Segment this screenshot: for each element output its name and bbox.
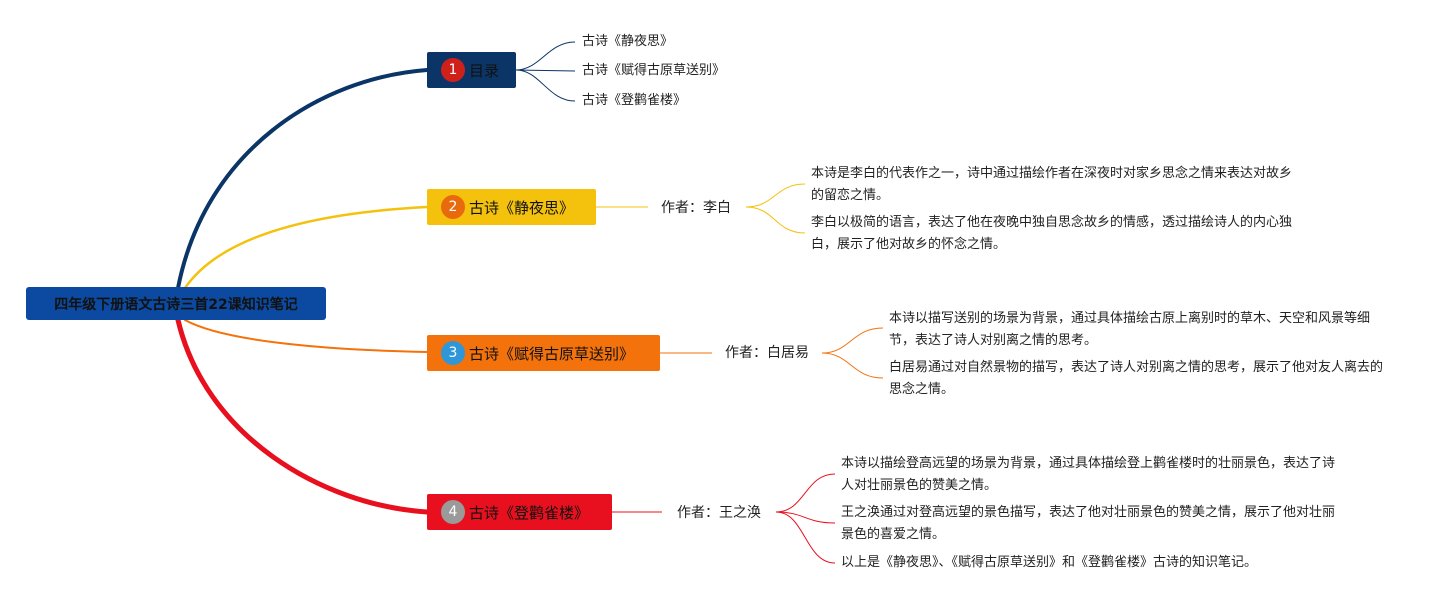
- branch-fudeguyuancao[interactable]: 3 古诗《赋得古原草送别》: [427, 335, 660, 371]
- connector-branch-1-leaf-3: [515, 69, 576, 102]
- connector-author-3-note-2: [821, 352, 884, 379]
- connector-author-2-note-2: [745, 206, 806, 234]
- branch-label: 目录: [469, 61, 500, 80]
- connector-author-2-note-1: [745, 183, 806, 208]
- connector-branch-1-leaf-2: [515, 69, 576, 72]
- note-dengguanquelou-2[interactable]: 王之涣通过对登高远望的景色描写，表达了他对壮丽景色的赞美之情，展示了他对壮丽景色…: [841, 505, 1336, 542]
- connector-author-4-note-3: [775, 511, 836, 564]
- connector-branch-1-leaf-1: [515, 41, 576, 71]
- connector-root-branch-3: [184, 319, 428, 353]
- connector-author-4-note-1: [775, 473, 836, 513]
- branch-table-of-contents[interactable]: 1 目录: [427, 52, 516, 88]
- note-summary[interactable]: 以上是《静夜思》、《赋得古原草送别》和《登鹳雀楼》古诗的知识笔记。: [841, 555, 1258, 570]
- author-bai-juyi[interactable]: 作者：白居易: [725, 345, 809, 361]
- leaf-dengguanquelou[interactable]: 古诗《登鹳雀楼》: [582, 93, 687, 108]
- note-fudeguyuancao-1[interactable]: 本诗以描写送别的场景为背景，通过具体描绘古原上离别时的草木、天空和风景等细节，表…: [889, 311, 1371, 348]
- note-fudeguyuancao-2[interactable]: 白居易通过对自然景物的描写，表达了诗人对别离之情的思考，展示了他对友人离去的思念…: [889, 360, 1384, 397]
- note-jingyesi-2[interactable]: 李白以极简的语言，表达了他在夜晚中独自思念故乡的情感，透过描绘诗人的内心独白，展…: [811, 215, 1293, 252]
- connector-author-3-note-1: [821, 327, 884, 354]
- note-jingyesi-1[interactable]: 本诗是李白的代表作之一，诗中通过描绘作者在深夜时对家乡思念之情来表达对故乡的留恋…: [811, 166, 1293, 203]
- connector-root-branch-1: [176, 68, 429, 290]
- leaf-jingyesi[interactable]: 古诗《静夜思》: [582, 34, 674, 49]
- author-wang-zhihuan[interactable]: 作者：王之涣: [677, 505, 761, 521]
- root-topic-label: 四年级下册语文古诗三首22课知识笔记: [54, 296, 298, 313]
- number-badge-1: 1: [441, 58, 465, 82]
- connector-root-branch-4: [175, 317, 430, 515]
- branch-label: 古诗《静夜思》: [469, 198, 575, 217]
- leaf-fudeguyuancao[interactable]: 古诗《赋得古原草送别》: [582, 63, 726, 78]
- branch-dengguanquelou[interactable]: 4 古诗《登鹳雀楼》: [427, 494, 612, 530]
- number-badge-3: 3: [441, 341, 465, 365]
- root-topic[interactable]: 四年级下册语文古诗三首22课知识笔记: [26, 287, 326, 320]
- connector-root-branch-2: [183, 205, 429, 290]
- author-li-bai[interactable]: 作者：李白: [661, 200, 731, 216]
- branch-label: 古诗《登鹳雀楼》: [469, 503, 590, 522]
- number-badge-4: 4: [441, 500, 465, 524]
- branch-jingyesi[interactable]: 2 古诗《静夜思》: [427, 189, 596, 225]
- connector-author-4-note-2: [775, 511, 836, 524]
- number-badge-2: 2: [441, 195, 465, 219]
- note-dengguanquelou-1[interactable]: 本诗以描绘登高远望的场景为背景，通过具体描绘登上鹳雀楼时的壮丽景色，表达了诗人对…: [841, 456, 1336, 493]
- branch-label: 古诗《赋得古原草送别》: [469, 344, 635, 363]
